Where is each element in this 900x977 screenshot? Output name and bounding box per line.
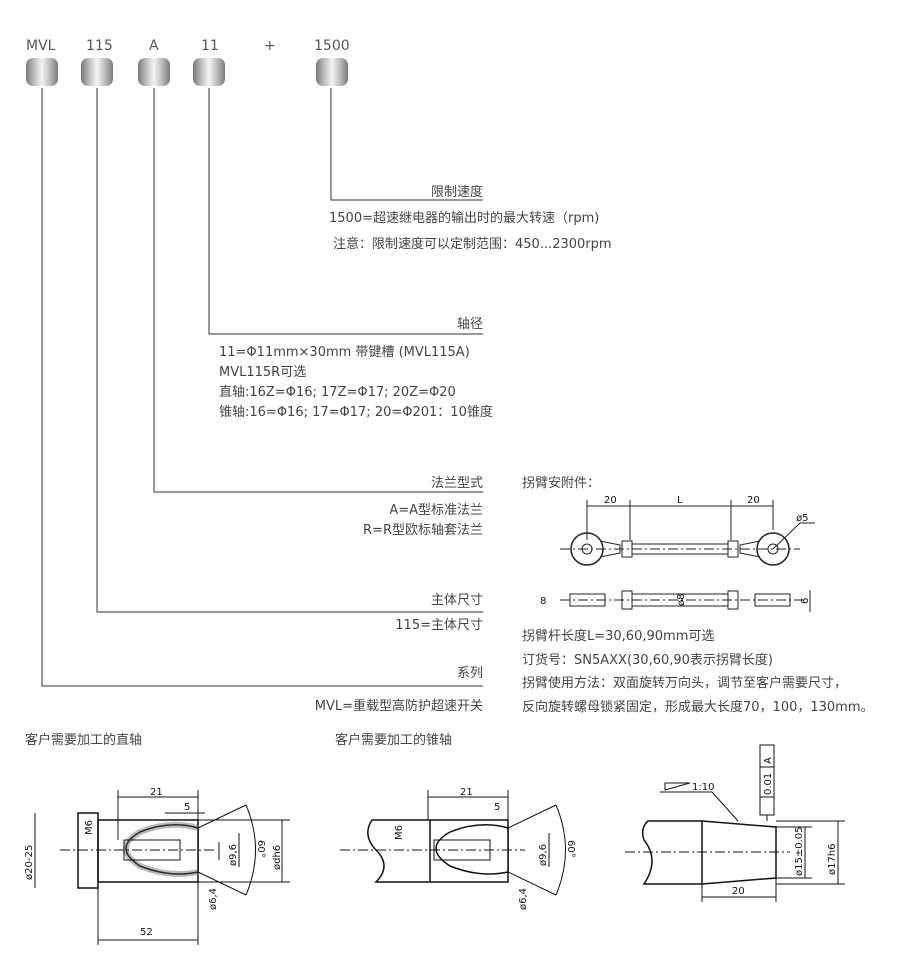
cone-dim-ratio: 1:10 bbox=[692, 782, 714, 793]
cone-dim-len: 20 bbox=[732, 886, 745, 897]
taper-dim-key: 5 bbox=[494, 802, 500, 813]
taper-dim-d2: ø6,4 bbox=[518, 888, 529, 910]
flange-title: 法兰型式 bbox=[430, 476, 483, 491]
shaft-line: 直轴:16Z=Φ16; 17Z=Φ17; 20Z=Φ20 bbox=[219, 385, 456, 400]
arm-dim-left: 20 bbox=[604, 495, 617, 506]
flange-line: A=A型标准法兰 bbox=[389, 503, 483, 518]
series-desc: MVL=重载型高防护超速开关 bbox=[314, 699, 483, 714]
straight-dim-dh: ødh6 bbox=[272, 845, 283, 870]
straight-dim-key: 5 bbox=[184, 802, 190, 813]
shaft-line: MVL115R可选 bbox=[219, 365, 307, 380]
straight-dim-total: 52 bbox=[140, 927, 153, 938]
badge-shaft bbox=[193, 58, 225, 86]
arm-line: 订货号：SN5AXX(30,60,90表示拐臂长度) bbox=[522, 653, 773, 668]
code-flange: A bbox=[149, 38, 159, 54]
arm-line: 拐臂使用方法：双面旋转万向头，调节至客户需要尺寸， bbox=[522, 676, 848, 691]
flange-line: R=R型欧标轴套法兰 bbox=[363, 523, 483, 538]
arm-dim-d: ø8 bbox=[676, 594, 687, 606]
taper-caption: 客户需要加工的锥轴 bbox=[335, 733, 453, 748]
badge-flange bbox=[138, 58, 170, 86]
code-shaft: 11 bbox=[201, 38, 219, 54]
shaft-line: 锥轴:16=Φ16; 17=Φ17; 20=Φ201：10锥度 bbox=[219, 405, 493, 420]
straight-dim-angle: 60° bbox=[255, 840, 266, 858]
arm-dim-w1: 8 bbox=[540, 596, 546, 607]
cone-dim-tol: 0.01 bbox=[763, 773, 774, 795]
shaft-line: 11=Φ11mm×30mm 带键槽 (MVL115A) bbox=[219, 345, 470, 360]
shaft-title: 轴径 bbox=[456, 317, 483, 332]
taper-dim-angle: 60° bbox=[565, 840, 576, 858]
straight-dim-d1: ø9,6 bbox=[228, 844, 239, 866]
arm-dim-mid: L bbox=[677, 495, 683, 506]
arm-line: 反向旋转螺母锁紧固定，形成最大长度70，100，130mm。 bbox=[522, 700, 874, 715]
straight-dim-d2: ø6,4 bbox=[208, 888, 219, 910]
code-speed: 1500 bbox=[314, 38, 350, 54]
speed-note: 注意：限制速度可以定制范围：450...2300rpm bbox=[333, 237, 612, 252]
straight-caption: 客户需要加工的直轴 bbox=[25, 733, 143, 748]
taper-dim-len: 21 bbox=[460, 787, 473, 798]
badge-speed bbox=[316, 58, 348, 86]
code-size: 115 bbox=[86, 38, 113, 54]
straight-dim-thread: M6 bbox=[84, 820, 95, 835]
cone-dim-d1: ø15±0.05 bbox=[794, 827, 805, 877]
arm-dim-right: 20 bbox=[747, 495, 760, 506]
arm-line: 拐臂杆长度L=30,60,90mm可选 bbox=[522, 629, 715, 644]
cone-dim-datum: A bbox=[763, 757, 774, 764]
badge-series bbox=[26, 58, 58, 86]
body-title: 主体尺寸 bbox=[430, 593, 483, 608]
arm-title: 拐臂安附件： bbox=[522, 476, 601, 491]
code-plus: + bbox=[264, 38, 276, 54]
straight-dim-len: 21 bbox=[150, 787, 163, 798]
code-series: MVL bbox=[26, 38, 56, 54]
body-desc: 115=主体尺寸 bbox=[395, 618, 483, 633]
arm-dim-hole: ø5 bbox=[796, 513, 808, 524]
arm-dim-w2: 6 bbox=[800, 598, 811, 604]
series-title: 系列 bbox=[456, 666, 483, 681]
speed-desc: 1500=超速继电器的输出时的最大转速（rpm) bbox=[329, 211, 600, 226]
badge-size bbox=[81, 58, 113, 86]
taper-dim-thread: M6 bbox=[394, 825, 405, 840]
straight-dim-od: ø20-25 bbox=[24, 845, 35, 880]
cone-dim-d2: ø17h6 bbox=[827, 843, 838, 875]
taper-dim-d1: ø9,6 bbox=[538, 844, 549, 866]
speed-title: 限制速度 bbox=[430, 185, 483, 200]
